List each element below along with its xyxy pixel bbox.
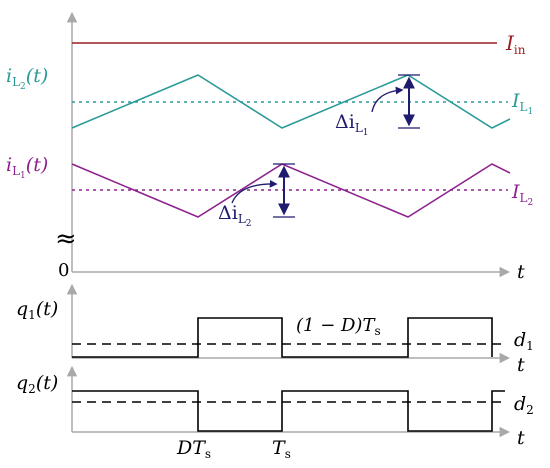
- q1-t-label: t: [517, 354, 525, 376]
- q1-panel: q1(t) (1 − D)Ts d1 t: [16, 283, 534, 376]
- d2-label: d2: [514, 393, 534, 417]
- dts-tick-label: DTs: [176, 437, 211, 461]
- q1-off-interval-label: (1 − D)Ts: [296, 315, 381, 338]
- iin-label: Iin: [505, 31, 526, 57]
- q2-label: q2(t): [16, 372, 58, 396]
- delta-il2-label: ΔiL2: [218, 202, 252, 229]
- il2-average-label: IL2: [511, 181, 533, 208]
- q2-t-label: t: [517, 427, 525, 449]
- il1-average-label: IL1: [511, 90, 533, 117]
- axis-break-mark: ≈: [55, 224, 77, 254]
- il2-wave-label: iL2(t): [6, 65, 48, 92]
- current-t-label: t: [517, 261, 525, 283]
- origin-zero-label: 0: [58, 260, 69, 281]
- delta-il1-label: ΔiL1: [335, 111, 369, 138]
- q1-switching-wave: [72, 317, 493, 358]
- ts-tick-label: Ts: [272, 437, 291, 461]
- delta-il2-marker: [231, 163, 295, 218]
- q2-panel: q2(t) d2 t DTs Ts: [16, 365, 534, 461]
- il1-wave-label: iL1(t): [6, 154, 48, 181]
- delta-il1-marker: [371, 74, 420, 129]
- q2-switching-wave: [72, 390, 505, 432]
- current-panel: ≈ 0 t Iin iL2(t) iL1(t) IL1 IL2 ΔiL1: [6, 11, 533, 283]
- d1-label: d1: [514, 329, 534, 353]
- q1-label: q1(t): [16, 298, 58, 322]
